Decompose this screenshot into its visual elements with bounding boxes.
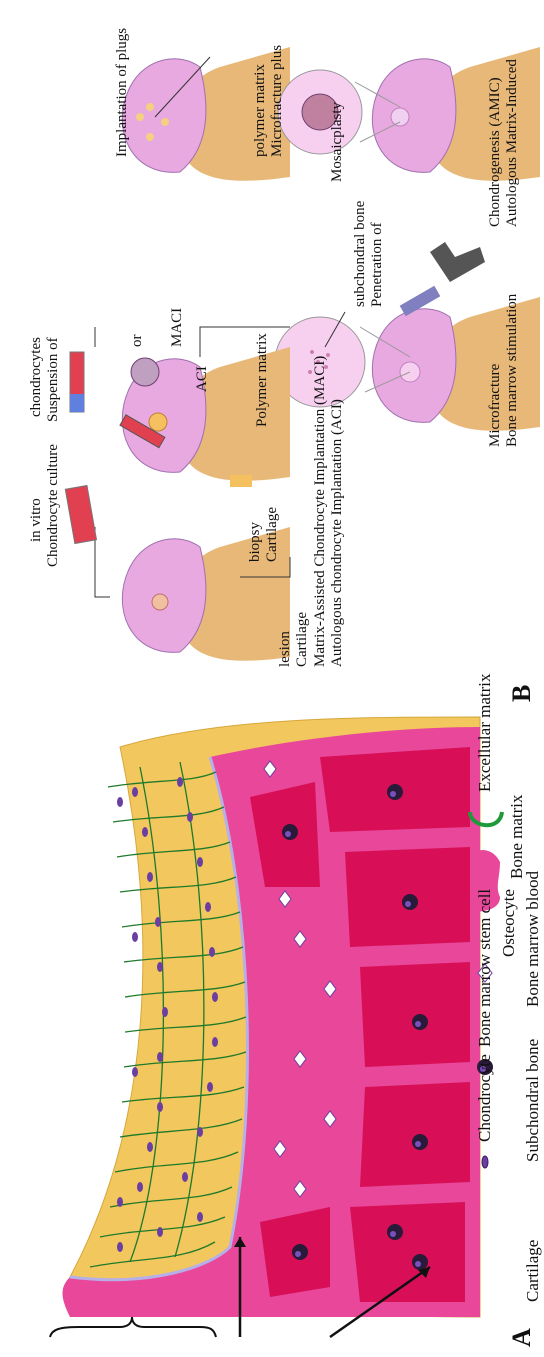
aci-label: ACI [195, 366, 211, 392]
mosaicplasty-title: Mosaicplasty [330, 102, 346, 182]
aci-culture-1: Chondrocyte culture [46, 444, 62, 567]
amic-callout-2: polymer matrix [253, 64, 269, 157]
aci-title-1: Autologous chondrocyte Implantation (ACI… [330, 399, 346, 667]
aci-suspension-1: Suspension of [46, 337, 62, 422]
aci-cartilage-biopsy-2: biopsy [248, 522, 264, 562]
microfracture-callout-1: Penetration of [370, 222, 386, 307]
aci-title-2: Matrix-Assisted Chondrocyte Implantation… [313, 356, 329, 667]
amic-title-2: Chondrogenesis (AMIC) [488, 77, 504, 227]
maci-label: MACI [170, 308, 186, 347]
or-label: or [130, 335, 146, 348]
aci-polymer-matrix-label: Polymer matrix [255, 333, 271, 427]
amic-title-1: Autologous Matrix-Induced [505, 59, 521, 227]
microfracture-callout-2: subchondral bone [353, 201, 369, 307]
culture-flask [65, 486, 96, 544]
aci-suspension-2: chondrocytes [29, 337, 45, 417]
aci-cartilage-lesion-1: Cartilage [295, 612, 311, 667]
microfracture-title-2: Microfracture [488, 364, 504, 447]
culture-arrow [95, 527, 110, 597]
polymer-matrix-icon [131, 358, 159, 386]
aci-cartilage-biopsy-1: Cartilage [265, 507, 281, 562]
amic-callout-1: Microfracture plus [270, 45, 286, 157]
aci-cartilage-lesion-2: lesion [278, 631, 294, 667]
microfracture-title-1: Bone marrow stimulation [505, 294, 521, 447]
mosaicplasty-callout: Implantation of plugs [115, 28, 131, 157]
aci-culture-2: in vitro [29, 498, 45, 542]
